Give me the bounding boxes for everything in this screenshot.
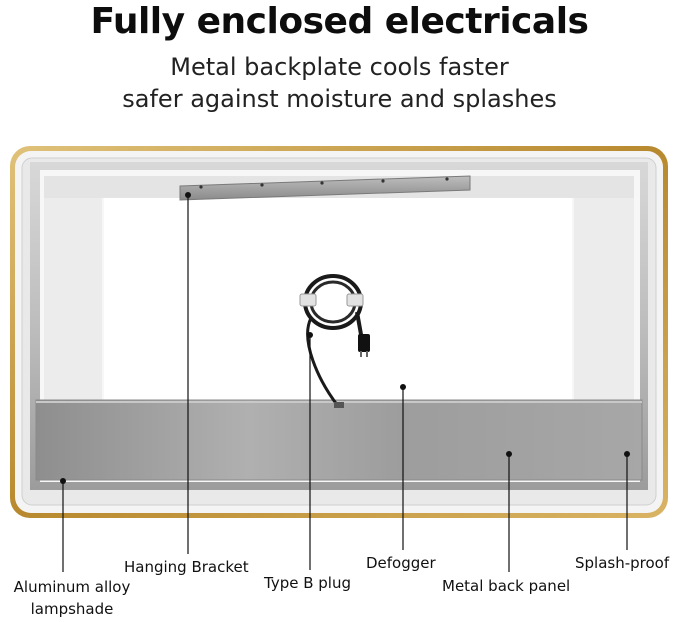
- callout-type-b-plug: Type B plug: [264, 574, 351, 592]
- callout-lines: [62, 195, 628, 572]
- callout-aluminum-alloy-lampshade: Aluminum alloy lampshade: [2, 576, 142, 620]
- defogger-pad: [104, 198, 572, 402]
- subtitle-line-2: safer against moisture and splashes: [122, 85, 557, 113]
- metal-back-panel: [35, 399, 643, 481]
- callout-dots: [60, 192, 630, 484]
- page-title: Fully enclosed electricals: [90, 1, 589, 42]
- callout-splash-proof: Splash-proof: [575, 554, 670, 572]
- subtitle-line-1: Metal backplate cools faster: [170, 53, 509, 81]
- callout-aluminum-line-1: Aluminum alloy: [13, 578, 131, 596]
- callout-aluminum-line-2: lampshade: [30, 600, 114, 618]
- hanging-bracket: [179, 175, 471, 201]
- callout-metal-back-panel: Metal back panel: [442, 577, 571, 595]
- type-b-plug: [299, 274, 370, 408]
- callout-defogger: Defogger: [366, 554, 436, 572]
- callout-hanging-bracket: Hanging Bracket: [124, 558, 249, 576]
